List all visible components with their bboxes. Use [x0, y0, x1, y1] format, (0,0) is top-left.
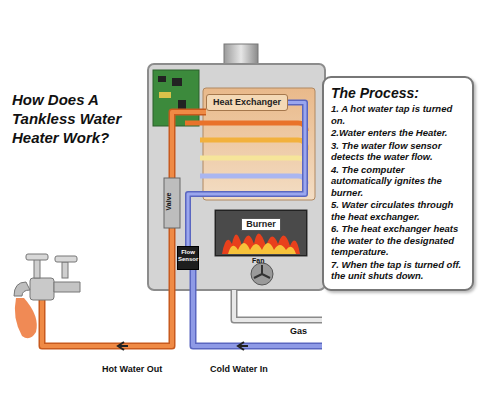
- heat-exchanger-label: Heat Exchanger: [206, 94, 288, 111]
- diagram-title: How Does A Tankless Water Heater Work?: [12, 90, 132, 147]
- faucet-handle: [55, 256, 77, 262]
- box-text: 3. The water flow sensor detects the wat…: [331, 140, 465, 163]
- faucet-handle: [26, 254, 48, 260]
- faucet-spout: [14, 282, 30, 296]
- box-text: 7. When the tap is turned off. the unit …: [331, 259, 465, 282]
- fan: [251, 263, 273, 285]
- box-text: Burner: [241, 218, 281, 231]
- coil-hot: [185, 123, 306, 131]
- box-text: 5. Water circulates through the heat exc…: [331, 199, 465, 222]
- gas-pipe-highlight: [234, 290, 322, 320]
- valve-label: Valve: [164, 193, 173, 211]
- pipe-outline: [188, 103, 305, 247]
- box-text: 1. A hot water tap is turned on.: [331, 103, 465, 126]
- fan-blades: [254, 265, 270, 278]
- faucet-stem: [62, 262, 68, 278]
- process-box: The Process:1. A hot water tap is turned…: [322, 76, 474, 291]
- box-text: 6. The heat exchanger heats the water to…: [331, 223, 465, 258]
- flow-arrow: [118, 342, 128, 350]
- faucet-body: [30, 278, 54, 300]
- fan-label: Fan: [252, 257, 264, 265]
- faucet-pipe: [54, 282, 80, 292]
- chip: [159, 92, 171, 98]
- circuit-board: [153, 70, 199, 126]
- gas-pipe: [234, 290, 322, 320]
- flames-inner: [228, 243, 296, 254]
- coil-cool: [200, 176, 306, 184]
- hot-water-pipe: [42, 112, 206, 346]
- faucet-stem: [34, 258, 40, 278]
- hot-water-stream: [15, 298, 37, 338]
- water-pipe-connector: [188, 103, 305, 247]
- box-text: 2.Water enters the Heater.: [331, 127, 465, 139]
- flames: [222, 233, 300, 254]
- box-text: 4. The computer automatically ignites th…: [331, 164, 465, 199]
- burner-box: Burner: [215, 210, 307, 256]
- pipe-label: Gas: [290, 326, 307, 337]
- flow-arrow: [238, 342, 248, 350]
- coil-mild: [200, 158, 306, 166]
- pipe-highlight: [188, 103, 305, 247]
- valve-body: [164, 178, 180, 228]
- pipe-label: Hot Water Out: [102, 364, 162, 375]
- flow-sensor-box: Flow Sensor: [177, 246, 199, 270]
- burner-chamber: [215, 210, 307, 256]
- chip: [172, 78, 182, 86]
- hot-water-pipe-highlight: [42, 112, 206, 346]
- chip: [158, 76, 166, 82]
- box-heading: The Process:: [331, 84, 465, 103]
- pipe-label: Cold Water In: [210, 364, 268, 375]
- box-text: Heat Exchanger: [207, 95, 287, 110]
- box-text: Flow Sensor: [178, 249, 198, 263]
- coil-warm: [200, 140, 306, 150]
